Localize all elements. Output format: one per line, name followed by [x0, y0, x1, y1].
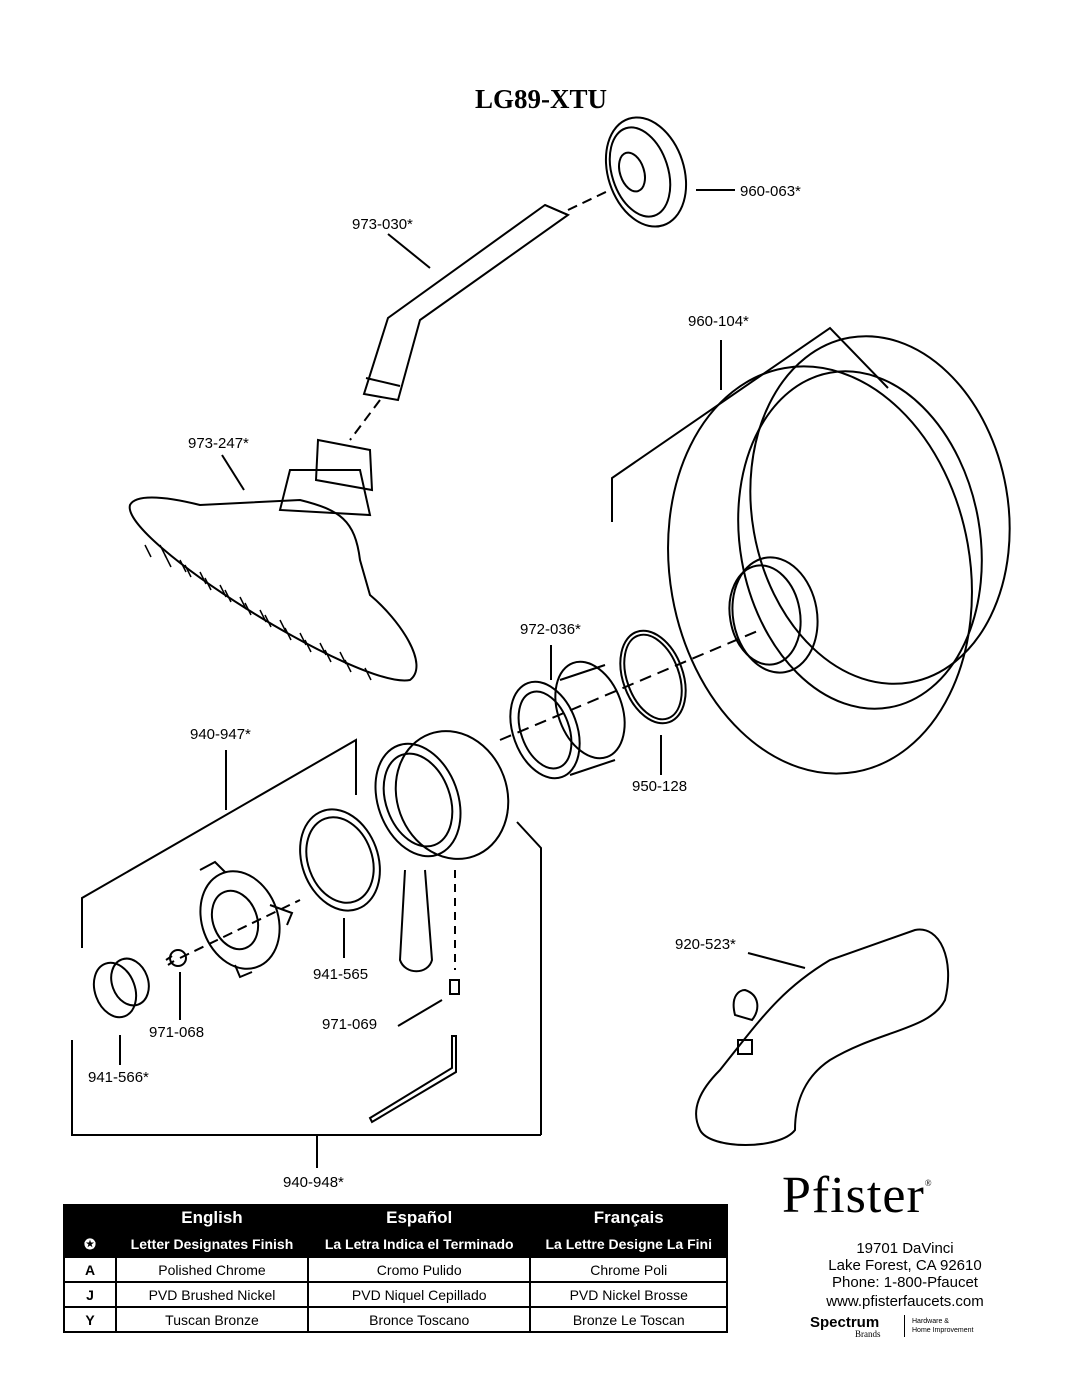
phone-line: Phone: 1-800-Pfaucet [832, 1274, 978, 1291]
table-row: A Polished Chrome Cromo Pulido Chrome Po… [63, 1256, 728, 1283]
header-francais: Français [529, 1204, 728, 1232]
finish-code: Y [63, 1306, 117, 1333]
finish-francais: Chrome Poli [529, 1256, 728, 1283]
finish-english: Polished Chrome [115, 1256, 309, 1283]
finish-english: Tuscan Bronze [115, 1306, 309, 1333]
subheader-espanol: La Letra Indica el Terminado [306, 1230, 532, 1258]
finish-code: J [63, 1281, 117, 1308]
sleeve-part [509, 645, 626, 780]
handle-adapter-part [199, 860, 294, 979]
part-label-972-036: 972-036* [520, 621, 581, 638]
part-label-940-948: 940-948* [283, 1174, 344, 1191]
finish-english: PVD Brushed Nickel [115, 1281, 309, 1308]
model-title: LG89-XTU [474, 84, 607, 114]
header-english: English [115, 1204, 309, 1232]
header-espanol: Español [306, 1204, 532, 1232]
table-row: J PVD Brushed Nickel PVD Niquel Cepillad… [63, 1281, 728, 1308]
handle-kit-bracket [81, 738, 357, 959]
logo-divider [904, 1315, 905, 1337]
hex-key-part [368, 1035, 457, 1124]
screw-part [165, 949, 187, 1020]
escutcheon-flange-part [604, 116, 735, 228]
finish-code: A [63, 1256, 117, 1283]
set-screw-part [397, 870, 460, 1027]
part-label-971-068: 971-068 [149, 1024, 205, 1041]
shower-arm-part [349, 189, 611, 441]
tub-spout-part [695, 928, 950, 1146]
part-label-971-069: 971-069 [322, 1016, 378, 1033]
finish-espanol: PVD Niquel Cepillado [306, 1281, 532, 1308]
cap-part [92, 957, 150, 1065]
shower-head-part [128, 438, 418, 682]
table-row: Y Tuscan Bronze Bronce Toscano Bronze Le… [63, 1306, 728, 1333]
website-link[interactable]: www.pfisterfaucets.com [826, 1293, 984, 1310]
part-label-941-566: 941-566* [88, 1069, 149, 1086]
part-label-950-128: 950-128 [632, 778, 688, 795]
brand-name: Pfister [782, 1167, 925, 1224]
spectrum-logo: Spectrum [810, 1314, 880, 1331]
address-line-1: 19701 DaVinci [856, 1240, 954, 1257]
spectrum-brands-label: Brands [855, 1329, 881, 1339]
part-label-941-565: 941-565 [313, 966, 369, 983]
pfister-logo: Pfister® [782, 1166, 933, 1225]
address-line-2: Lake Forest, CA 92610 [828, 1257, 982, 1274]
finish-francais: PVD Nickel Brosse [529, 1281, 728, 1308]
o-ring-part [499, 629, 761, 775]
trim-kit-bracket [71, 1040, 541, 1168]
spectrum-tagline: Hardware & Home Improvement [912, 1317, 973, 1335]
subheader-francais: La Lettre Designe La Fini [529, 1230, 728, 1258]
part-label-973-030: 973-030* [352, 216, 413, 233]
part-label-960-063: 960-063* [740, 183, 801, 200]
finish-espanol: Cromo Pulido [306, 1256, 532, 1283]
finish-francais: Bronze Le Toscan [529, 1306, 728, 1333]
part-label-973-247: 973-247* [188, 435, 249, 452]
part-label-960-104: 960-104* [688, 313, 749, 330]
finish-espanol: Bronce Toscano [306, 1306, 532, 1333]
part-label-920-523: 920-523* [675, 936, 736, 953]
finish-table: English Español Français ✪ Letter Design… [63, 1204, 728, 1333]
finish-table-corner [63, 1204, 117, 1232]
tagline-2: Home Improvement [912, 1327, 974, 1334]
subheader-english: Letter Designates Finish [115, 1230, 309, 1258]
handle-housing-part [374, 730, 542, 1135]
tagline-1: Hardware & [912, 1318, 949, 1325]
trim-plate-part [611, 326, 1011, 775]
part-label-940-947: 940-947* [190, 726, 251, 743]
finish-symbol-icon: ✪ [63, 1230, 117, 1258]
index-ring-part [299, 808, 381, 958]
trademark-mark: ® [924, 1178, 933, 1188]
